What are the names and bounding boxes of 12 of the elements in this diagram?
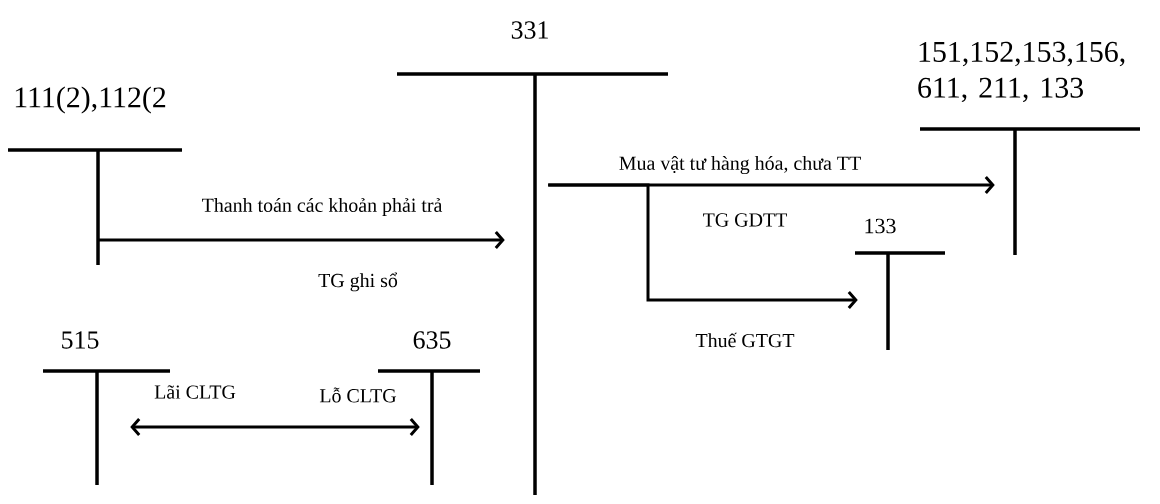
arrow <box>130 418 420 436</box>
edge-label: Thanh toán các khoản phải trả <box>202 197 443 217</box>
account-number: 635 <box>413 331 451 349</box>
account-number: 133 <box>865 218 896 234</box>
account-number: 151,152,153,156, 611, 211, 133 <box>918 41 1125 103</box>
account-number: 331 <box>511 21 548 39</box>
account-number: 515 <box>62 331 99 349</box>
arrow <box>98 231 505 249</box>
entry-label: TG GDTT <box>703 213 787 227</box>
arrow <box>548 183 858 309</box>
edge-label: Mua vật tư hàng hóa, chưa TT <box>619 155 861 175</box>
account-number: 111(2),112(2 <box>15 86 166 114</box>
